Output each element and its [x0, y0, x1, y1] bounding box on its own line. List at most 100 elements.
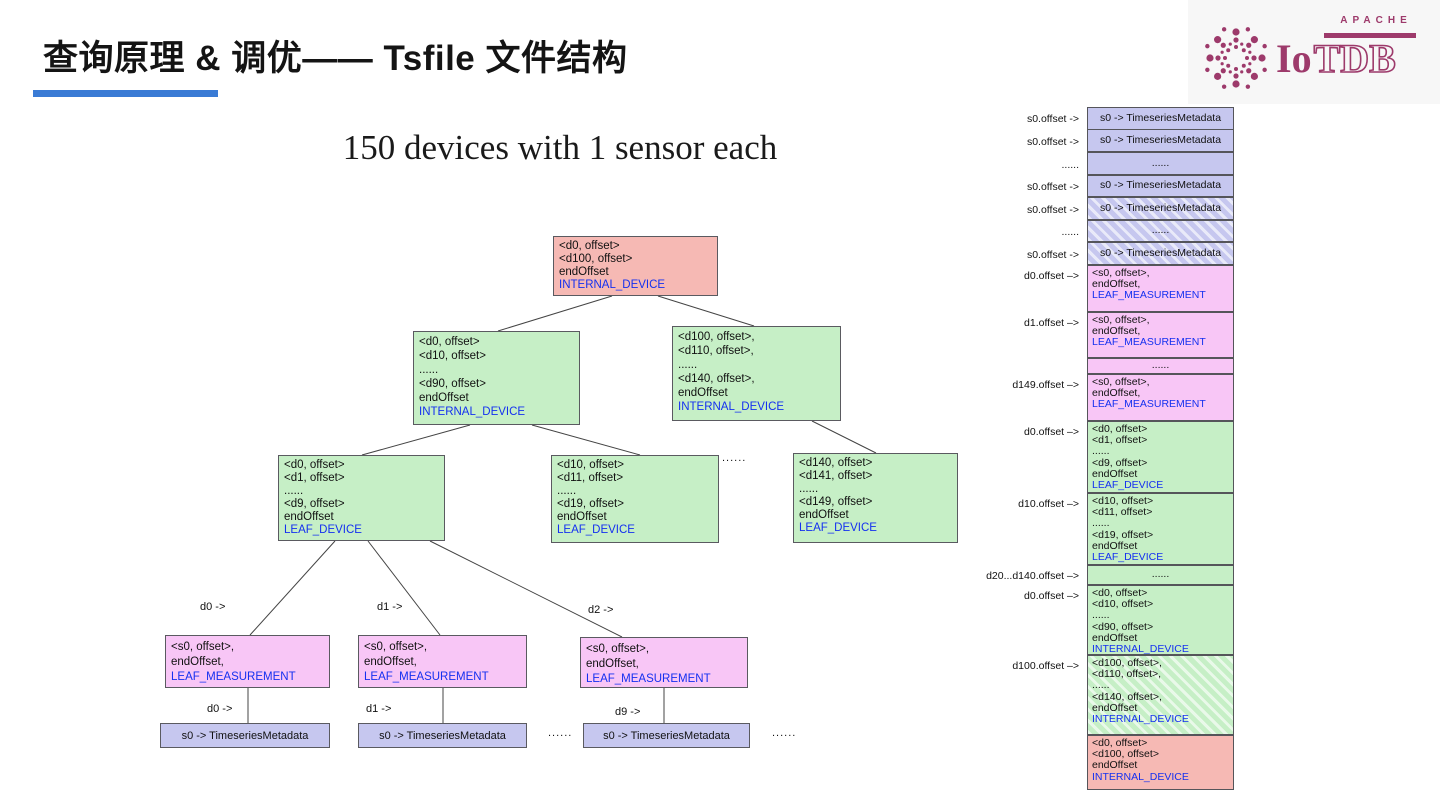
box-line: <d19, offset>	[557, 498, 624, 510]
box-line: <d100, offset>	[1092, 748, 1159, 761]
ts-label-d1: d1 ->	[366, 703, 392, 715]
box-line: endOffset,	[1092, 278, 1141, 291]
box-line: s0 -> TimeseriesMetadata	[1099, 133, 1222, 146]
box-line: ......	[284, 485, 304, 497]
box-line: endOffset,	[1092, 325, 1141, 338]
box-line: LEAF_MEASUREMENT	[1092, 289, 1206, 302]
box-line: endOffset	[1092, 759, 1138, 772]
tree-node-leaf-d140: <d140, offset><d141, offset>......<d149,…	[793, 453, 958, 543]
file-block-green: ......	[1087, 565, 1234, 585]
offset-label: d0.offset –>	[1024, 590, 1079, 602]
box-line: <d10, offset>	[419, 350, 486, 362]
box-line: ......	[557, 485, 577, 497]
file-block-lavender: s0 -> TimeseriesMetadata	[1087, 107, 1234, 130]
measurement-label-d0: d0 ->	[200, 601, 226, 613]
box-line: <d10, offset>	[1092, 598, 1154, 611]
box-line: <d0, offset>	[1092, 737, 1148, 749]
box-line: INTERNAL_DEVICE	[1092, 713, 1189, 726]
box-line: <d0, offset>	[419, 336, 480, 348]
file-layout-row: d100.offset –> <d100, offset>,<d110, offs…	[925, 655, 1245, 736]
box-line: ......	[678, 359, 698, 371]
leaf-ellipsis: ......	[722, 452, 747, 464]
box-line: LEAF_MEASUREMENT	[364, 670, 489, 683]
offset-label: d100.offset –>	[1012, 660, 1079, 672]
box-line: <s0, offset>,	[1092, 267, 1150, 279]
file-block-lavender-hatched: s0 -> TimeseriesMetadata	[1087, 242, 1234, 265]
box-line: LEAF_DEVICE	[1092, 479, 1164, 492]
offset-label: s0.offset ->	[1026, 112, 1079, 125]
file-layout-row: d20...d140.offset –>......	[925, 565, 1245, 586]
file-block-lavender: s0 -> TimeseriesMetadata	[1087, 129, 1234, 152]
box-line: <d100, offset>,	[1092, 657, 1162, 669]
box-line: INTERNAL_DEVICE	[1092, 643, 1189, 655]
offset-label: s0.offset ->	[1026, 181, 1079, 193]
offset-label: d1.offset –>	[1024, 317, 1079, 329]
subtitle: 150 devices with 1 sensor each	[342, 128, 778, 167]
file-layout-row: s0.offset -> s0 -> TimeseriesMetadata	[925, 175, 1245, 198]
apache-label: APACHE	[1340, 15, 1411, 26]
tree-node-timeseries-metadata-3: s0 -> TimeseriesMetadata	[583, 723, 750, 748]
page-title: 查询原理 & 调优—— Tsfile 文件结构	[43, 39, 628, 78]
box-line: <d110, offset>,	[678, 345, 754, 357]
box-line: <d140, offset>	[799, 457, 873, 469]
connector-line	[249, 540, 336, 636]
box-line: endOffset	[559, 266, 609, 278]
tree-node-leaf-measurement-1: <s0, offset>,endOffset,LEAF_MEASUREMENT	[165, 635, 330, 688]
ts-ellipsis-2: ......	[772, 727, 797, 739]
box-line: s0 -> TimeseriesMetadata	[1099, 246, 1222, 259]
offset-label: d149.offset –>	[1012, 379, 1079, 391]
box-line: INTERNAL_DEVICE	[419, 406, 526, 418]
file-layout-row: d149.offset –><s0, offset>,endOffset,LEA…	[925, 374, 1245, 422]
box-line: LEAF_MEASUREMENT	[1092, 336, 1206, 349]
box-line: <s0, offset>,	[364, 641, 428, 653]
offset-label: s0.offset ->	[1026, 203, 1079, 216]
box-line: <s0, offset>,	[1092, 314, 1150, 326]
box-line: <d140, offset>,	[678, 373, 755, 385]
offset-label	[925, 359, 1087, 375]
box-line: ......	[1092, 445, 1110, 458]
offset-label: d10.offset –>	[1018, 498, 1079, 510]
box-line: s0 -> TimeseriesMetadata	[1099, 201, 1222, 214]
box-line: endOffset	[1092, 539, 1138, 552]
file-layout-row: d0.offset –><s0, offset>,endOffset,LEAF_…	[925, 265, 1245, 313]
tree-node-leaf-d0: <d0, offset><d1, offset>......<d9, offse…	[278, 455, 445, 541]
file-layout-row: d0.offset –><d0, offset><d1, offset>....…	[925, 421, 1245, 494]
tree-node-timeseries-metadata-2: s0 -> TimeseriesMetadata	[358, 723, 527, 748]
box-line: <d9, offset>	[284, 498, 345, 510]
measurement-label-d2: d2 ->	[588, 604, 614, 616]
box-line: INTERNAL_DEVICE	[559, 279, 666, 291]
box-line: endOffset	[284, 511, 334, 523]
connector-line	[429, 540, 623, 638]
box-line: endOffset,	[171, 655, 224, 668]
box-line: endOffset	[557, 511, 607, 523]
box-line: endOffset,	[586, 657, 639, 670]
connector-line	[361, 424, 471, 456]
box-line: <d90, offset>	[419, 378, 486, 390]
box-line: LEAF_DEVICE	[557, 524, 635, 536]
offset-label: s0.offset ->	[1026, 135, 1079, 148]
file-layout-row: ............	[925, 220, 1245, 243]
box-line: endOffset	[1092, 631, 1138, 644]
box-line: <d10, offset>	[1092, 495, 1154, 507]
box-line: <d0, offset>	[1092, 423, 1148, 435]
box-line: <d1, offset>	[1092, 434, 1148, 447]
iotdb-logo-graphic: APACHE IoTDB	[1205, 15, 1416, 89]
file-layout-row: d10.offset –><d10, offset><d11, offset>.…	[925, 493, 1245, 566]
box-line: <d1, offset>	[284, 472, 345, 484]
box-line: <d110, offset>,	[1092, 668, 1162, 681]
file-layout-row: ............	[925, 152, 1245, 176]
box-line: <d0, offset>	[1092, 587, 1148, 599]
box-line: <d140, offset>,	[1092, 690, 1162, 703]
box-line: ......	[1151, 568, 1170, 581]
file-block-lavender: ......	[1087, 152, 1234, 175]
file-layout-row: s0.offset -> s0 -> TimeseriesMetadata	[925, 197, 1245, 221]
box-line: <d11, offset>	[1092, 506, 1153, 519]
box-line: INTERNAL_DEVICE	[1092, 770, 1189, 783]
file-block-lavender: s0 -> TimeseriesMetadata	[1087, 175, 1234, 197]
file-block-lavender-hatched: s0 -> TimeseriesMetadata	[1087, 197, 1234, 220]
tree-node-timeseries-metadata-1: s0 -> TimeseriesMetadata	[160, 723, 330, 748]
title-underline	[33, 90, 218, 97]
